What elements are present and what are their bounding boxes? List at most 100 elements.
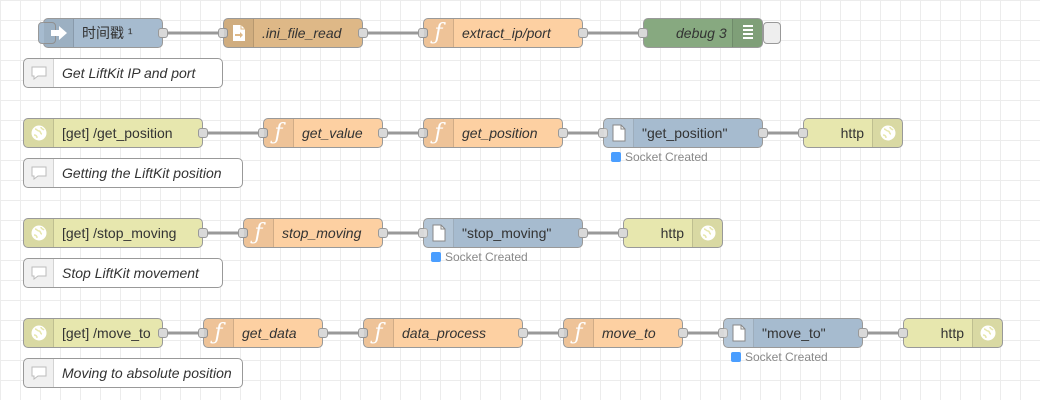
globe-icon — [24, 119, 54, 147]
output-port[interactable] — [318, 328, 328, 338]
input-port[interactable] — [798, 128, 808, 138]
output-port[interactable] — [678, 328, 688, 338]
function-node[interactable]: ƒ get_data — [198, 318, 328, 348]
output-port[interactable] — [858, 328, 868, 338]
http-in-label: [get] /get_position — [62, 125, 173, 141]
comment-label: Moving to absolute position — [62, 365, 232, 381]
http-response-node[interactable]: http — [618, 218, 723, 248]
inject-label: 时间戳 ¹ — [82, 25, 133, 41]
input-port[interactable] — [258, 128, 268, 138]
input-port[interactable] — [198, 328, 208, 338]
function-icon: ƒ — [364, 319, 394, 347]
function-node[interactable]: ƒ get_value — [258, 118, 388, 148]
globe-icon — [24, 219, 54, 247]
comment-label: Get LiftKit IP and port — [62, 65, 196, 81]
output-port[interactable] — [558, 128, 568, 138]
document-icon — [424, 219, 454, 247]
globe-icon — [972, 319, 1002, 347]
function-node[interactable]: ƒ stop_moving — [238, 218, 388, 248]
input-port[interactable] — [558, 328, 568, 338]
function-label: stop_moving — [282, 225, 362, 241]
comment-label: Getting the LiftKit position — [62, 165, 222, 181]
output-port[interactable] — [198, 128, 208, 138]
http-response-label: http — [940, 325, 964, 341]
document-icon — [604, 119, 634, 147]
input-port[interactable] — [598, 128, 608, 138]
input-port[interactable] — [418, 28, 428, 38]
function-icon: ƒ — [204, 319, 234, 347]
output-port[interactable] — [578, 228, 588, 238]
debug-label: debug 3 — [676, 25, 727, 41]
output-port[interactable] — [158, 328, 168, 338]
output-port[interactable] — [378, 228, 388, 238]
http-response-label: http — [660, 225, 684, 241]
file-in-node[interactable]: .ini_file_read — [218, 18, 368, 48]
function-label: get_data — [242, 325, 297, 341]
input-port[interactable] — [238, 228, 248, 238]
function-label: get_position — [462, 125, 538, 141]
comment-node[interactable]: Getting the LiftKit position — [23, 158, 243, 188]
function-label: extract_ip/port — [462, 25, 551, 41]
input-port[interactable] — [898, 328, 908, 338]
file-in-label: .ini_file_read — [262, 25, 342, 41]
input-port[interactable] — [718, 328, 728, 338]
output-port[interactable] — [578, 28, 588, 38]
input-port[interactable] — [418, 228, 428, 238]
comment-icon — [24, 259, 54, 287]
function-icon: ƒ — [264, 119, 294, 147]
template-node[interactable]: "move_to" — [718, 318, 868, 348]
comment-node[interactable]: Moving to absolute position — [23, 358, 243, 388]
function-icon: ƒ — [424, 119, 454, 147]
document-icon — [724, 319, 754, 347]
comment-icon — [24, 359, 54, 387]
function-node[interactable]: ƒ extract_ip/port — [418, 18, 588, 48]
debug-node[interactable]: debug 3 — [638, 18, 781, 48]
function-node[interactable]: ƒ data_process — [358, 318, 528, 348]
globe-icon — [24, 319, 54, 347]
function-label: move_to — [602, 325, 656, 341]
input-port[interactable] — [358, 328, 368, 338]
function-node[interactable]: ƒ get_position — [418, 118, 568, 148]
input-port[interactable] — [418, 128, 428, 138]
http-in-label: [get] /stop_moving — [62, 225, 177, 241]
node-status: Socket Created — [731, 350, 828, 364]
function-icon: ƒ — [564, 319, 594, 347]
output-port[interactable] — [358, 28, 368, 38]
output-port[interactable] — [758, 128, 768, 138]
status-dot-icon — [431, 252, 441, 262]
node-status: Socket Created — [611, 150, 708, 164]
output-port[interactable] — [518, 328, 528, 338]
debug-toggle-button[interactable] — [763, 22, 781, 44]
http-response-node[interactable]: http — [798, 118, 903, 148]
comment-icon — [24, 159, 54, 187]
comment-label: Stop LiftKit movement — [62, 265, 199, 281]
output-port[interactable] — [198, 228, 208, 238]
template-node[interactable]: "stop_moving" — [418, 218, 588, 248]
output-port[interactable] — [378, 128, 388, 138]
globe-icon — [692, 219, 722, 247]
http-in-node[interactable]: [get] /get_position — [23, 118, 208, 148]
http-in-node[interactable]: [get] /move_to — [23, 318, 168, 348]
http-in-label: [get] /move_to — [62, 325, 151, 341]
input-port[interactable] — [638, 28, 648, 38]
input-port[interactable] — [218, 28, 228, 38]
status-dot-icon — [611, 152, 621, 162]
function-icon: ƒ — [244, 219, 274, 247]
status-text: Socket Created — [445, 250, 528, 264]
comment-node[interactable]: Get LiftKit IP and port — [23, 58, 223, 88]
template-label: "stop_moving" — [462, 225, 552, 241]
file-read-icon — [224, 19, 254, 47]
http-in-node[interactable]: [get] /stop_moving — [23, 218, 208, 248]
status-text: Socket Created — [745, 350, 828, 364]
function-icon: ƒ — [424, 19, 454, 47]
template-node[interactable]: "get_position" — [598, 118, 768, 148]
status-text: Socket Created — [625, 150, 708, 164]
function-node[interactable]: ƒ move_to — [558, 318, 688, 348]
input-port[interactable] — [618, 228, 628, 238]
output-port[interactable] — [158, 28, 168, 38]
comment-node[interactable]: Stop LiftKit movement — [23, 258, 223, 288]
http-response-node[interactable]: http — [898, 318, 1003, 348]
inject-node[interactable]: 时间戳 ¹ — [38, 18, 168, 48]
